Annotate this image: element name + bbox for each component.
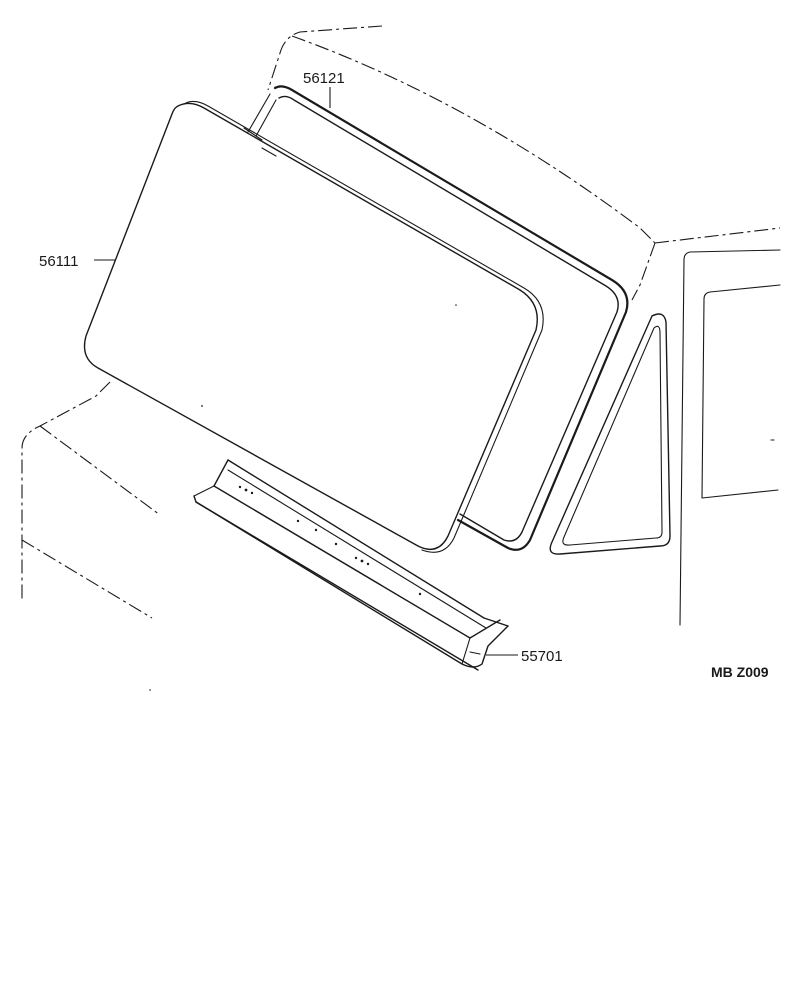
glass-56111 xyxy=(83,100,544,553)
body-outline xyxy=(21,25,781,619)
panel-55701 xyxy=(149,459,509,691)
leader-lines xyxy=(94,87,518,656)
panel-holes xyxy=(149,485,422,691)
reference-code: MB Z009 xyxy=(711,664,769,680)
part-number-56111: 56111 xyxy=(39,253,79,270)
part-number-56121: 56121 xyxy=(303,70,345,87)
part-number-55701: 55701 xyxy=(521,648,563,665)
quarter-window xyxy=(549,313,671,555)
cab-side xyxy=(679,249,781,626)
weatherstrip-56121 xyxy=(243,85,629,551)
